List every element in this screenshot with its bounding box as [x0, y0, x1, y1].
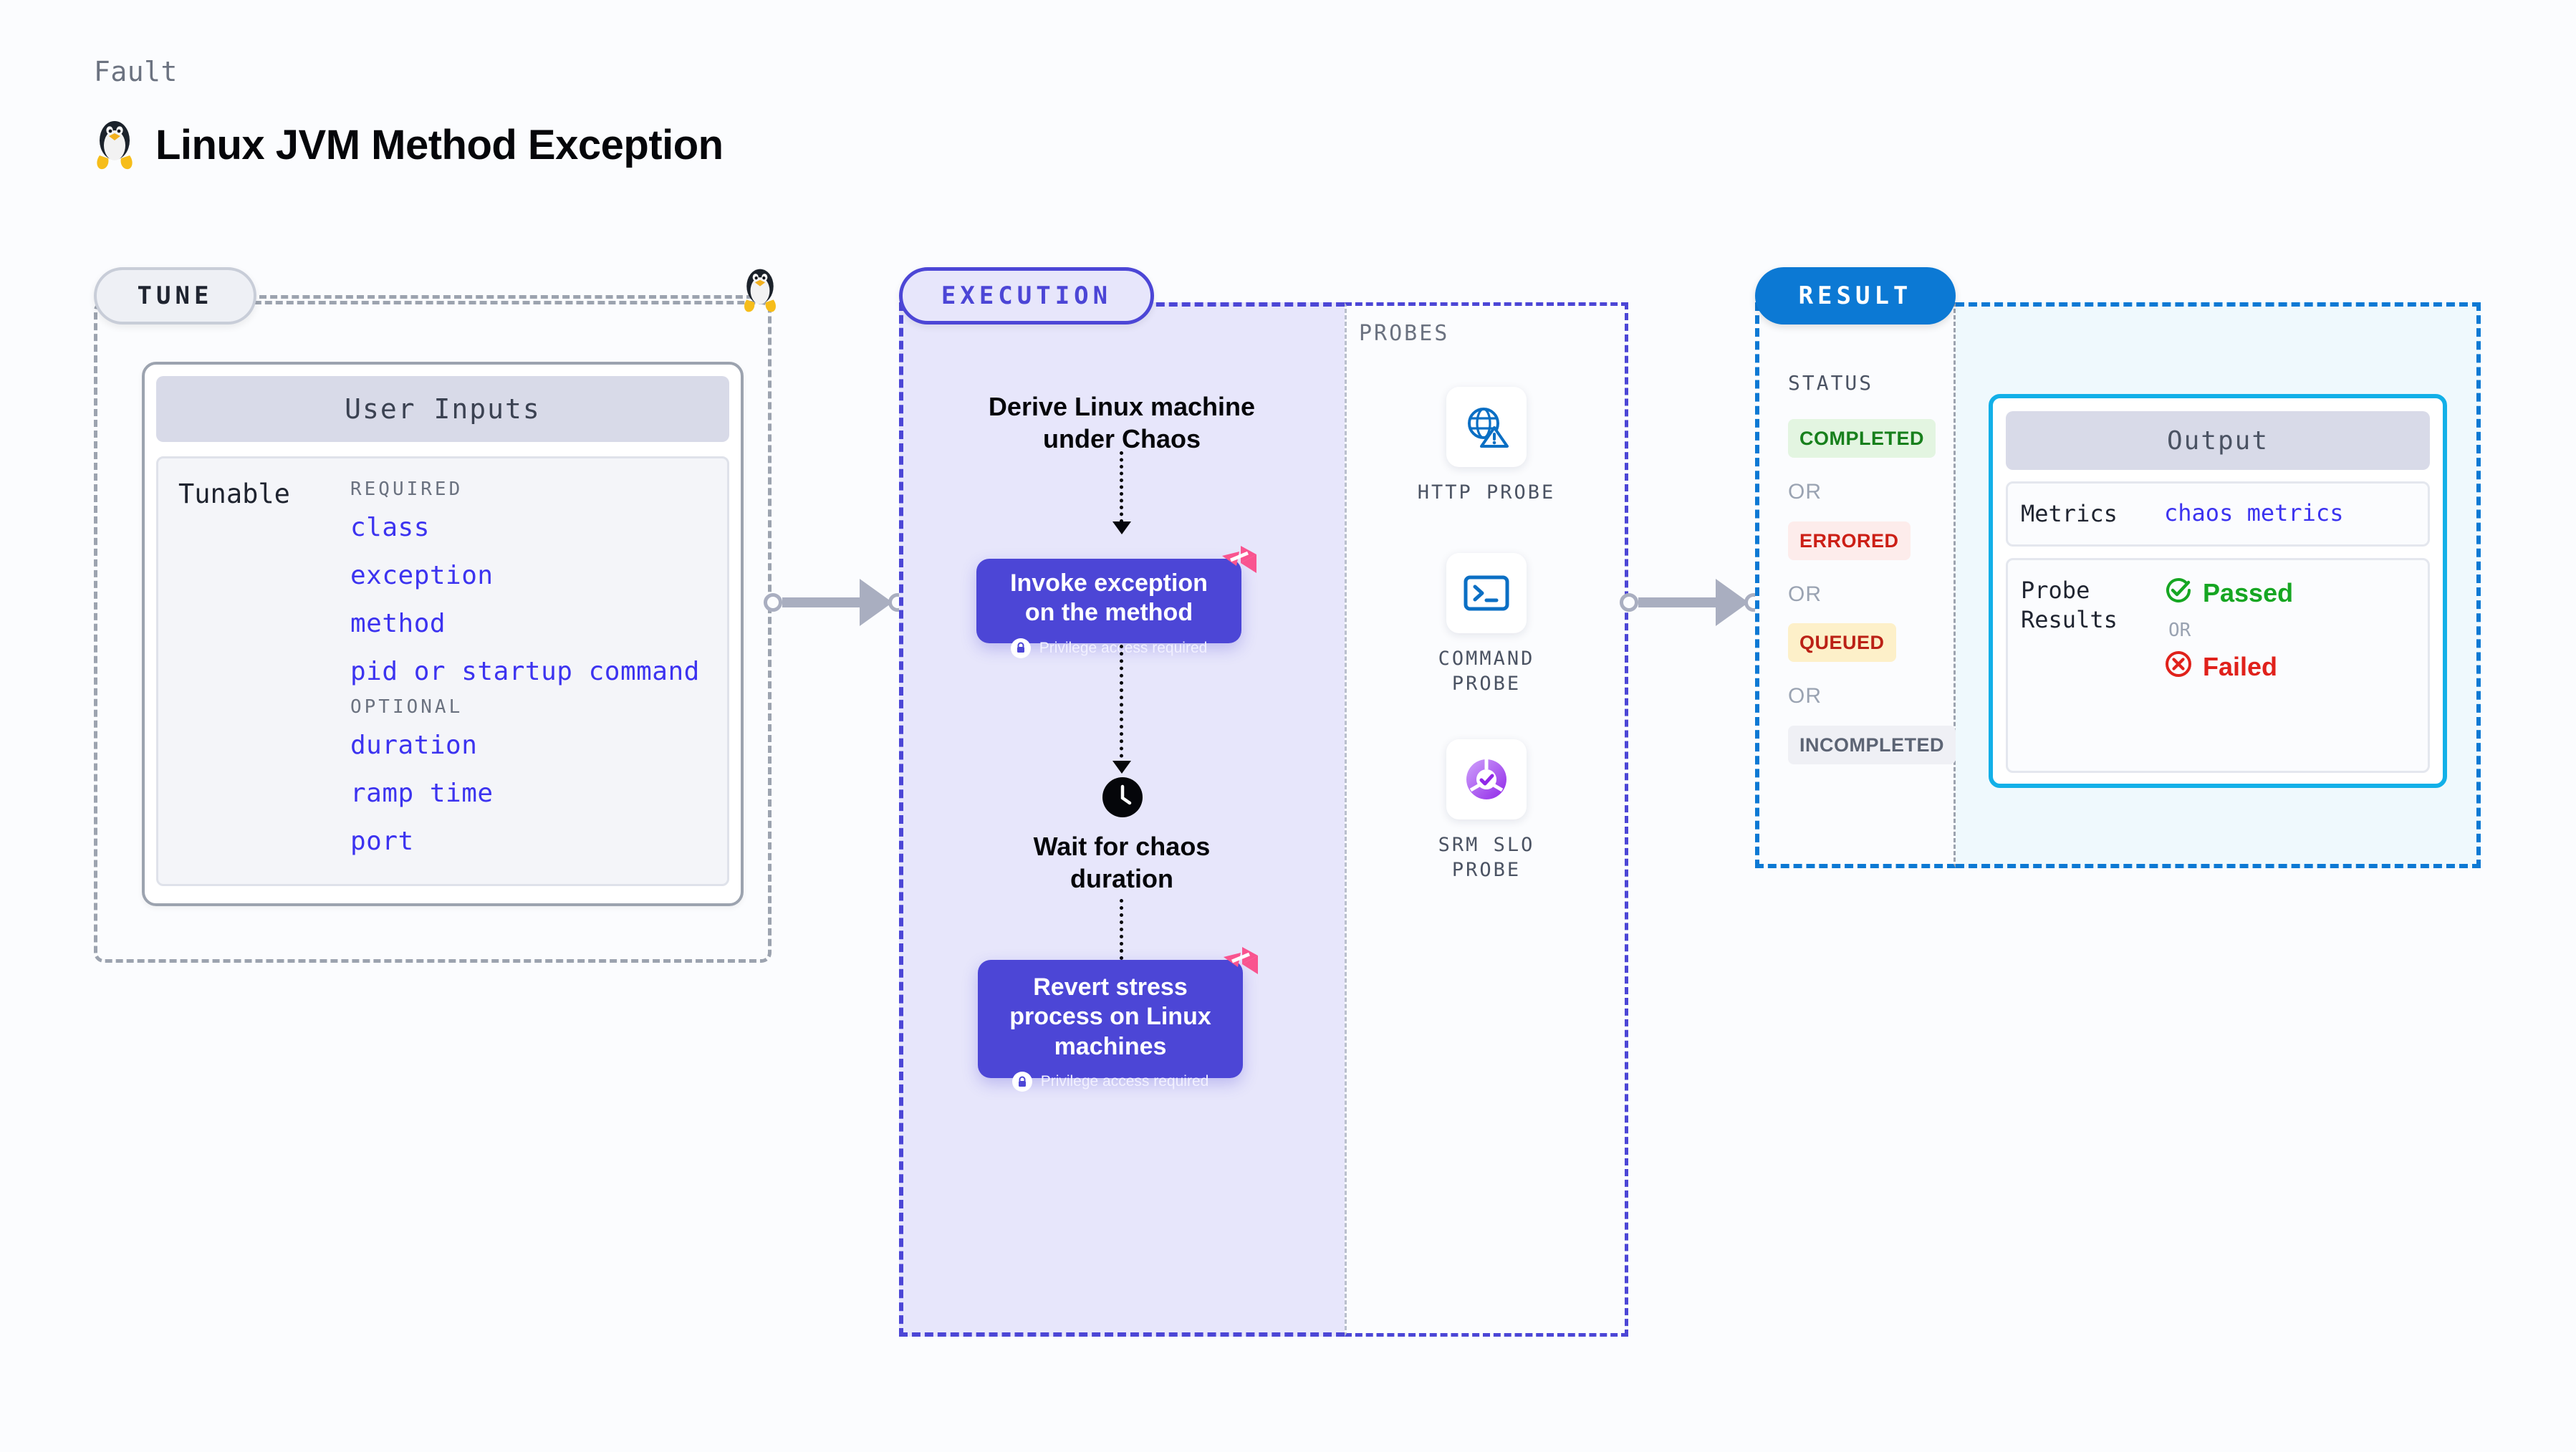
probes-panel: [1345, 302, 1628, 1337]
output-title: Output: [2006, 411, 2430, 470]
flow-arrowhead-1: [1112, 521, 1131, 534]
tunable-item-duration[interactable]: duration: [350, 731, 478, 760]
result-stage-pill[interactable]: RESULT: [1755, 267, 1956, 324]
lock-icon: [1010, 638, 1031, 658]
tune-linux-penguin-icon: [741, 266, 779, 314]
connector-bar: [782, 597, 860, 607]
tunable-item-pid-or-startup-command[interactable]: pid or startup command: [350, 657, 700, 686]
privilege-access-note-revert: Privilege access required: [1040, 1073, 1209, 1090]
probe-result-failed-label: Failed: [2203, 652, 2278, 682]
probe-results-values: Passed OR Failed: [2164, 576, 2293, 755]
flow-line-1: [1120, 451, 1123, 523]
metrics-value[interactable]: chaos metrics: [2164, 499, 2344, 527]
privilege-access-row-revert: Privilege access required: [992, 1072, 1229, 1092]
tune-panel: [94, 301, 772, 963]
probes-section-label: PROBES: [1359, 321, 1450, 346]
x-circle-icon: [2164, 650, 2193, 685]
optional-group-label: OPTIONAL: [350, 696, 463, 718]
globe-warning-icon: [1446, 387, 1527, 467]
status-or-1: OR: [1788, 480, 1822, 504]
required-group-label: REQUIRED: [350, 479, 463, 500]
lock-icon: [1011, 1072, 1032, 1092]
connector-start-dot: [764, 593, 782, 612]
execution-stage-pill[interactable]: EXECUTION: [899, 267, 1154, 324]
probe-result-passed: Passed: [2164, 576, 2293, 611]
flow-line-3: [1120, 899, 1123, 974]
connector-tune-to-execution: [764, 579, 907, 626]
tunable-item-class[interactable]: class: [350, 513, 430, 542]
privilege-access-row-invoke: Privilege access required: [991, 638, 1227, 658]
result-status-panel: [1755, 302, 1956, 868]
connector-arrow-head: [860, 579, 893, 626]
probe-caption-command: COMMAND PROBE: [1438, 648, 1535, 696]
status-badge-errored: ERRORED: [1788, 521, 1911, 560]
harness-logo-icon: [1219, 544, 1259, 582]
page-title: Linux JVM Method Exception: [155, 121, 724, 168]
linux-penguin-icon: [94, 118, 135, 171]
probe-item-srm-slo[interactable]: SRM SLO PROBE: [1345, 739, 1628, 883]
probe-item-command[interactable]: COMMAND PROBE: [1345, 553, 1628, 696]
fault-eyebrow-label: Fault: [94, 56, 178, 87]
user-inputs-card: User Inputs Tunable REQUIRED class excep…: [142, 362, 744, 906]
tunable-item-exception[interactable]: exception: [350, 561, 494, 590]
connector-bar: [1638, 597, 1716, 607]
tunable-list: REQUIRED class exception method pid or s…: [350, 479, 727, 884]
tunable-item-method[interactable]: method: [350, 609, 446, 638]
probe-caption-http: HTTP PROBE: [1417, 481, 1556, 504]
connector-execution-to-result: [1620, 579, 1763, 626]
tunable-body: Tunable REQUIRED class exception method …: [156, 456, 729, 886]
probe-caption-srm-slo: SRM SLO PROBE: [1438, 834, 1535, 882]
user-inputs-title: User Inputs: [156, 376, 729, 442]
probe-item-http[interactable]: HTTP PROBE: [1345, 387, 1628, 505]
probe-result-or: OR: [2168, 619, 2191, 641]
connector-start-dot: [1620, 593, 1638, 612]
status-section-label: STATUS: [1788, 371, 1874, 395]
flow-line-2: [1120, 645, 1123, 765]
status-or-2: OR: [1788, 582, 1822, 606]
tunable-label: Tunable: [178, 479, 290, 509]
probe-result-passed-label: Passed: [2203, 578, 2294, 608]
status-badge-incompleted: INCOMPLETED: [1788, 726, 1956, 764]
status-badge-completed: COMPLETED: [1788, 419, 1936, 458]
tunable-item-port[interactable]: port: [350, 827, 414, 856]
tune-stage-pill[interactable]: TUNE: [94, 267, 256, 324]
probe-result-failed: Failed: [2164, 650, 2293, 685]
tune-pill-connector-line: [259, 295, 754, 299]
srm-slo-donut-icon: [1446, 739, 1527, 819]
page-title-row: Linux JVM Method Exception: [94, 118, 724, 171]
harness-logo-icon: [1221, 946, 1261, 983]
status-badge-queued: QUEUED: [1788, 623, 1896, 662]
flow-arrowhead-2: [1112, 761, 1131, 774]
metrics-label: Metrics: [2021, 500, 2118, 527]
terminal-icon: [1446, 553, 1527, 633]
output-row-metrics: Metrics chaos metrics: [2006, 481, 2430, 547]
status-or-3: OR: [1788, 684, 1822, 708]
clock-icon: [1102, 777, 1143, 817]
check-circle-icon: [2164, 576, 2193, 611]
connector-arrow-head: [1716, 579, 1749, 626]
tunable-item-ramp-time[interactable]: ramp time: [350, 779, 494, 808]
